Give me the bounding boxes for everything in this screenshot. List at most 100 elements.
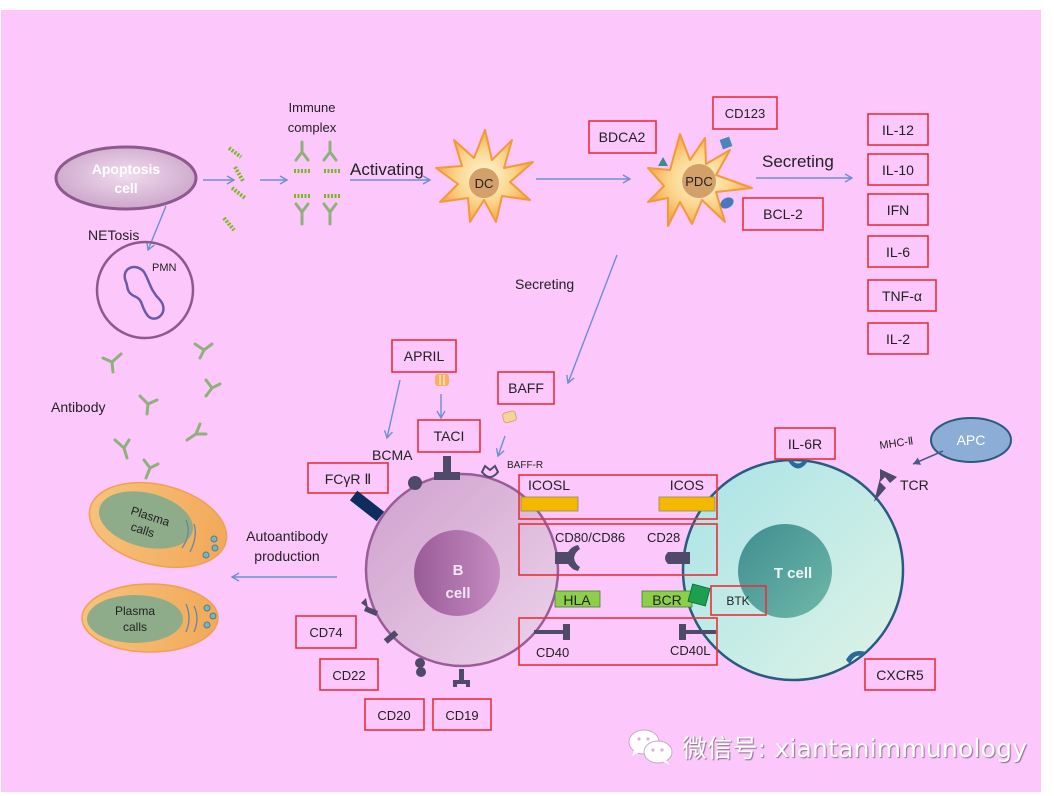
cd19-receptor-icon <box>453 669 470 687</box>
marker-il6r: IL-6R <box>774 427 836 460</box>
cd28-receptor-icon <box>665 552 690 564</box>
fcgr2-receptor-icon <box>349 490 385 522</box>
cytokine-item: TNF-α <box>867 279 937 312</box>
cd40-receptor-icon <box>534 624 570 640</box>
secreting-right-label: Secreting <box>762 152 834 171</box>
svg-text:BCL-2: BCL-2 <box>763 206 803 222</box>
antigen-fragments <box>222 146 247 232</box>
svg-text:CD74: CD74 <box>309 625 342 640</box>
cytokine-box <box>867 235 929 268</box>
marker-cd123: CD123 <box>712 96 778 130</box>
t-cell: T cell <box>681 458 905 682</box>
antibody-icon <box>142 458 160 480</box>
antibody-icon <box>204 378 222 398</box>
apoptosis-cell: Apoptosis cell <box>54 145 198 211</box>
cytokine-label: TNF-α <box>882 288 922 304</box>
marker-bcl2: BCL-2 <box>742 197 824 231</box>
antibody-icon <box>138 394 159 416</box>
antibodies <box>101 342 222 480</box>
synapse-cd80-cd28-pair: CD80/CD86 CD28 <box>518 523 718 576</box>
tcr-receptor-icon <box>874 469 897 502</box>
plasma-cell-2: Plasma calls <box>81 583 219 653</box>
cytokine-box <box>867 113 929 146</box>
antigen-icon <box>222 216 236 232</box>
cytokine-item: IFN <box>867 193 929 226</box>
svg-text:CD123: CD123 <box>725 106 765 121</box>
cxcr5-receptor-icon <box>846 651 866 664</box>
cd28-label: CD28 <box>647 530 680 545</box>
t-cell-label: T cell <box>774 565 812 582</box>
cytokine-label: IL-12 <box>882 122 914 138</box>
plasmacytoid-dendritic-cell: PDC <box>647 133 753 227</box>
cd40l-label: CD40L <box>670 643 710 658</box>
svg-text:CD20: CD20 <box>377 708 410 723</box>
immune-complex-label-line1: Immune <box>289 100 336 115</box>
cd20-receptor-icon <box>415 658 425 668</box>
icos-bar <box>658 496 716 512</box>
marker-cd22: CD22 <box>319 658 379 691</box>
svg-text:IL-6R: IL-6R <box>788 436 822 452</box>
taci-receptor-icon <box>434 456 460 480</box>
cytokine-box <box>867 153 929 186</box>
cd80-cd86-receptor-icon <box>555 545 580 571</box>
bcma-label: BCMA <box>372 447 413 463</box>
marker-cxcr5: CXCR5 <box>864 658 936 691</box>
dc-label: DC <box>475 176 494 191</box>
arrow-april-to-bcma <box>383 379 401 440</box>
marker-cd20: CD20 <box>364 698 425 731</box>
cd40-label: CD40 <box>536 645 569 660</box>
tcr-label: TCR <box>900 477 929 493</box>
activating-label: Activating <box>350 160 424 179</box>
receptor-taci: TACI <box>417 419 481 453</box>
cytokine-item: IL-10 <box>867 153 929 186</box>
cd22-receptor-icon <box>383 630 399 644</box>
antibody-icon <box>193 342 214 360</box>
icos-label: ICOS <box>670 477 704 493</box>
immune-complex-label-line2: complex <box>288 120 337 135</box>
watermark: 微信号: xiantanimmunology <box>628 728 1027 766</box>
svg-text:BDCA2: BDCA2 <box>599 129 646 145</box>
synapse-hla-bcr-pair: HLA BCR BTK <box>554 583 767 616</box>
autoantibody-label-line2: production <box>254 548 319 564</box>
arrow-pdc-to-baff <box>566 254 618 385</box>
cytokine-item: IL-12 <box>867 113 929 146</box>
mhc-label: MHC-Ⅱ <box>879 435 914 452</box>
svg-text:CD19: CD19 <box>445 708 478 723</box>
antibody-icon <box>113 438 131 460</box>
pmn-label: PMN <box>152 262 177 274</box>
baff-r-receptor-icon <box>480 464 500 478</box>
plasma-label-line2: calls <box>123 620 147 634</box>
svg-text:FCγR Ⅱ: FCγR Ⅱ <box>325 471 372 487</box>
cd40l-receptor-icon <box>679 624 716 640</box>
synapse-icos-pair: ICOSL ICOS <box>518 474 718 520</box>
hla-bar <box>554 590 601 608</box>
immune-complex-icon <box>294 140 340 226</box>
svg-text:TACI: TACI <box>434 428 465 444</box>
il6r-receptor-icon <box>788 459 808 469</box>
antigen-icon <box>233 166 245 182</box>
cytokine-box <box>867 322 929 355</box>
ligand-baff: BAFF <box>497 371 555 405</box>
icosl-bar <box>520 496 579 512</box>
autoantibody-label-line1: Autoantibody <box>246 528 328 544</box>
cd20-receptor-icon <box>416 667 426 677</box>
cd74-receptor-icon <box>361 598 378 616</box>
antibody-icon <box>101 352 123 374</box>
cytokine-label: IL-2 <box>886 331 910 347</box>
plasma-label-line1: Plasma <box>115 604 155 618</box>
svg-text:CD22: CD22 <box>332 668 365 683</box>
btk-label: BTK <box>726 594 749 608</box>
dendritic-cell: DC <box>435 129 534 223</box>
apoptosis-label-line1: Apoptosis <box>92 161 161 177</box>
apc-label: APC <box>957 432 986 448</box>
svg-text:BAFF: BAFF <box>508 380 544 396</box>
april-trimer-icon <box>435 374 449 386</box>
btk-icon <box>687 583 711 607</box>
marker-cd19: CD19 <box>432 698 492 731</box>
cd80-cd86-label: CD80/CD86 <box>555 530 625 545</box>
synapse-cd40-pair: CD40 CD40L <box>518 617 718 666</box>
hla-label: HLA <box>563 592 591 608</box>
arrow-apc-to-tcr <box>912 450 944 465</box>
b-cell-label-line2: cell <box>445 585 470 602</box>
